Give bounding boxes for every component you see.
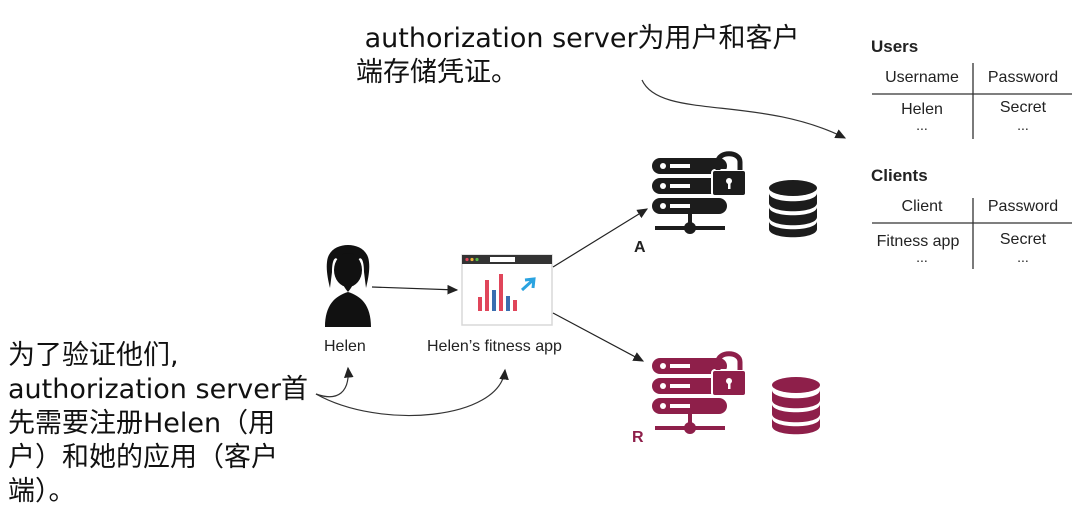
- fitness-app-icon: [461, 254, 553, 326]
- left-note-line5: 端）。: [8, 476, 76, 507]
- clients-header-client: Client: [901, 198, 943, 215]
- clients-cell-ellipsis-left: ...: [916, 249, 928, 265]
- app-label: Helen’s fitness app: [427, 338, 562, 355]
- top-note-line1: authorization server为用户和客户: [356, 23, 800, 54]
- clients-header-password: Password: [987, 198, 1059, 215]
- user-to-app-arrow: [371, 284, 459, 295]
- app-to-server-a-arrow: [552, 208, 649, 268]
- database-r-icon: [772, 377, 820, 435]
- clients-table-title: Clients: [871, 166, 928, 185]
- database-a-icon: [769, 180, 817, 238]
- clients-cell-ellipsis-right: ...: [1017, 249, 1029, 265]
- clients-cell-client: Fitness app: [876, 233, 960, 250]
- top-note-line2: 端存储凭证。: [356, 57, 518, 88]
- note-to-user-arrow: [315, 366, 354, 398]
- note-to-tables-arrow: [641, 79, 847, 139]
- authorization-server-a-icon: [652, 151, 747, 234]
- user-label: Helen: [324, 338, 366, 355]
- left-note-line4: 户）和她的应用（客户: [8, 442, 278, 473]
- app-to-server-r-arrow: [552, 312, 645, 362]
- left-note-line3: 先需要注册Helen（用: [8, 408, 276, 439]
- user-icon: [325, 245, 371, 327]
- users-table-title: Users: [871, 37, 919, 56]
- note-to-app-arrow: [315, 368, 509, 417]
- users-header-password: Password: [987, 69, 1059, 86]
- users-cell-ellipsis-left: ...: [916, 117, 928, 133]
- clients-cell-password: Secret: [999, 231, 1047, 248]
- users-cell-ellipsis-right: ...: [1017, 117, 1029, 133]
- left-note: 为了验证他们, authorization server首 先需要注册Helen…: [8, 339, 308, 509]
- users-cell-password: Secret: [999, 99, 1047, 116]
- top-note: authorization server为用户和客户 端存储凭证。: [356, 22, 800, 90]
- clients-table-lines: [872, 198, 1072, 269]
- left-note-line1: 为了验证他们,: [8, 340, 179, 371]
- resource-server-r-icon: [652, 351, 747, 434]
- users-table-lines: [872, 63, 1072, 139]
- server-r-label: R: [632, 429, 644, 446]
- server-a-label: A: [634, 239, 646, 256]
- left-note-line2: authorization server首: [8, 374, 308, 405]
- users-header-username: Username: [885, 69, 959, 86]
- users-cell-username: Helen: [901, 101, 943, 118]
